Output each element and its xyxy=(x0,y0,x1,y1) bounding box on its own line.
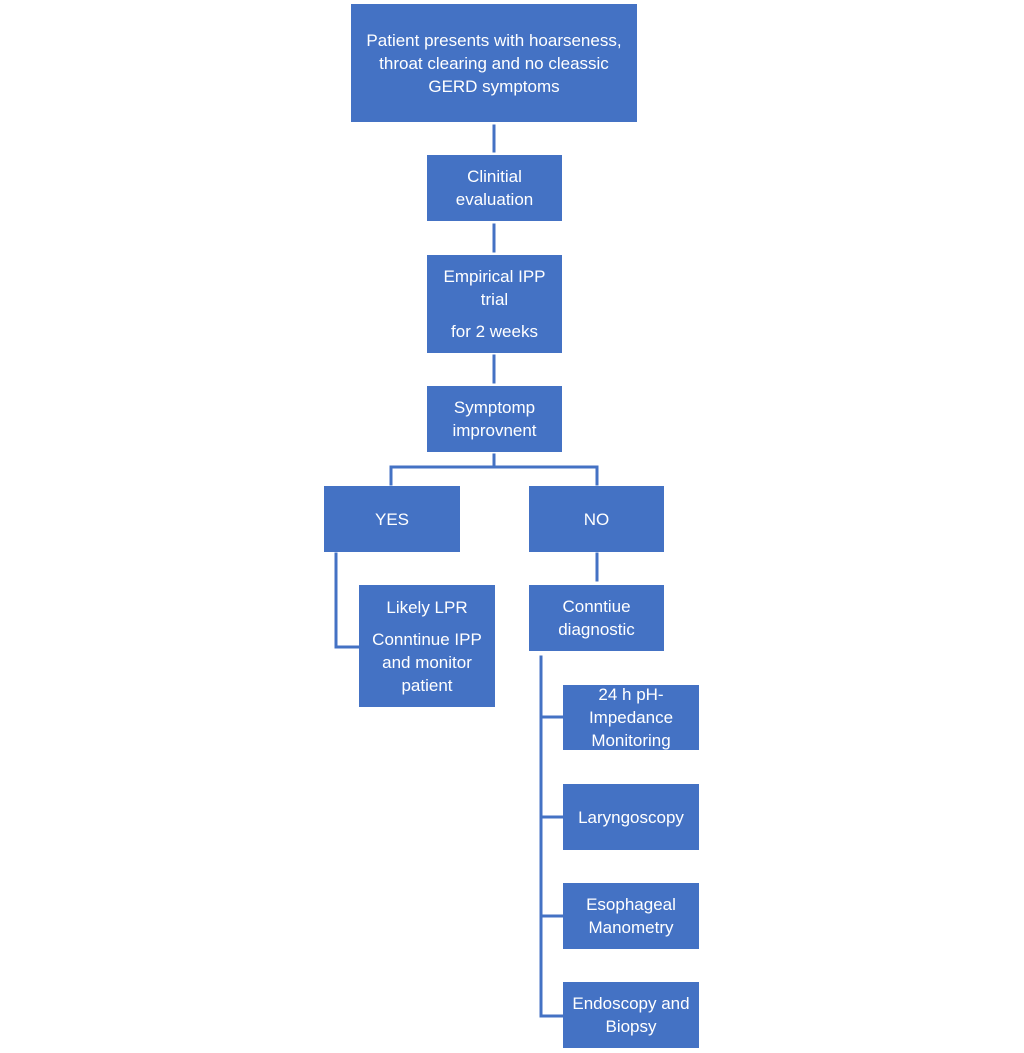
connector-branch-split xyxy=(389,465,599,486)
node-text: improvnent xyxy=(452,421,537,440)
node-continue-diagnostic: Conntiue diagnostic xyxy=(529,585,664,651)
node-clinical-evaluation: Clinitial evaluation xyxy=(427,155,562,221)
node-likely-lpr: Likely LPR Conntinue IPP and monitor pat… xyxy=(359,585,495,707)
node-text: Symptomp xyxy=(453,398,536,417)
node-text: Endoscopy and xyxy=(572,994,690,1013)
node-text: Manometry xyxy=(588,918,674,937)
node-text: Laryngoscopy xyxy=(578,807,684,827)
node-text: YES xyxy=(374,509,410,529)
connector-yes-likely xyxy=(334,552,360,649)
node-symptom-improvement: Symptomp improvnent xyxy=(427,386,562,452)
node-text: Esophageal xyxy=(586,895,676,914)
node-text: Monitoring xyxy=(591,731,671,750)
node-text: 24 h pH- xyxy=(598,685,664,704)
node-ph-impedance-monitoring: 24 h pH- Impedance Monitoring xyxy=(563,685,699,750)
node-text: trial xyxy=(480,290,509,309)
node-text: evaluation xyxy=(455,190,534,209)
node-text: for 2 weeks xyxy=(451,322,538,341)
node-endoscopy-biopsy: Endoscopy and Biopsy xyxy=(563,982,699,1048)
node-text: Empirical IPP xyxy=(443,267,546,286)
node-text: Likely LPR xyxy=(386,597,468,617)
node-text: Clinitial xyxy=(467,167,522,186)
node-text: NO xyxy=(583,509,610,529)
node-text: Conntinue IPP xyxy=(372,629,482,649)
node-text: Conntiue xyxy=(562,597,631,616)
node-text: diagnostic xyxy=(558,620,635,639)
node-laryngoscopy: Laryngoscopy xyxy=(563,784,699,850)
node-patient-presents: Patient presents with hoarseness, throat… xyxy=(351,4,637,122)
node-text: patient xyxy=(401,675,453,695)
node-text: Impedance xyxy=(588,708,674,727)
node-text: GERD symptoms xyxy=(428,76,560,96)
node-yes: YES xyxy=(324,486,460,552)
node-empirical-ipp-trial: Empirical IPP trial for 2 weeks xyxy=(427,255,562,353)
node-esophageal-manometry: Esophageal Manometry xyxy=(563,883,699,949)
node-no: NO xyxy=(529,486,664,552)
node-text: and monitor xyxy=(382,652,472,672)
node-text: throat clearing and no cleassic xyxy=(379,53,609,73)
node-text: Biopsy xyxy=(605,1017,657,1036)
node-text: Patient presents with hoarseness, xyxy=(366,30,622,50)
